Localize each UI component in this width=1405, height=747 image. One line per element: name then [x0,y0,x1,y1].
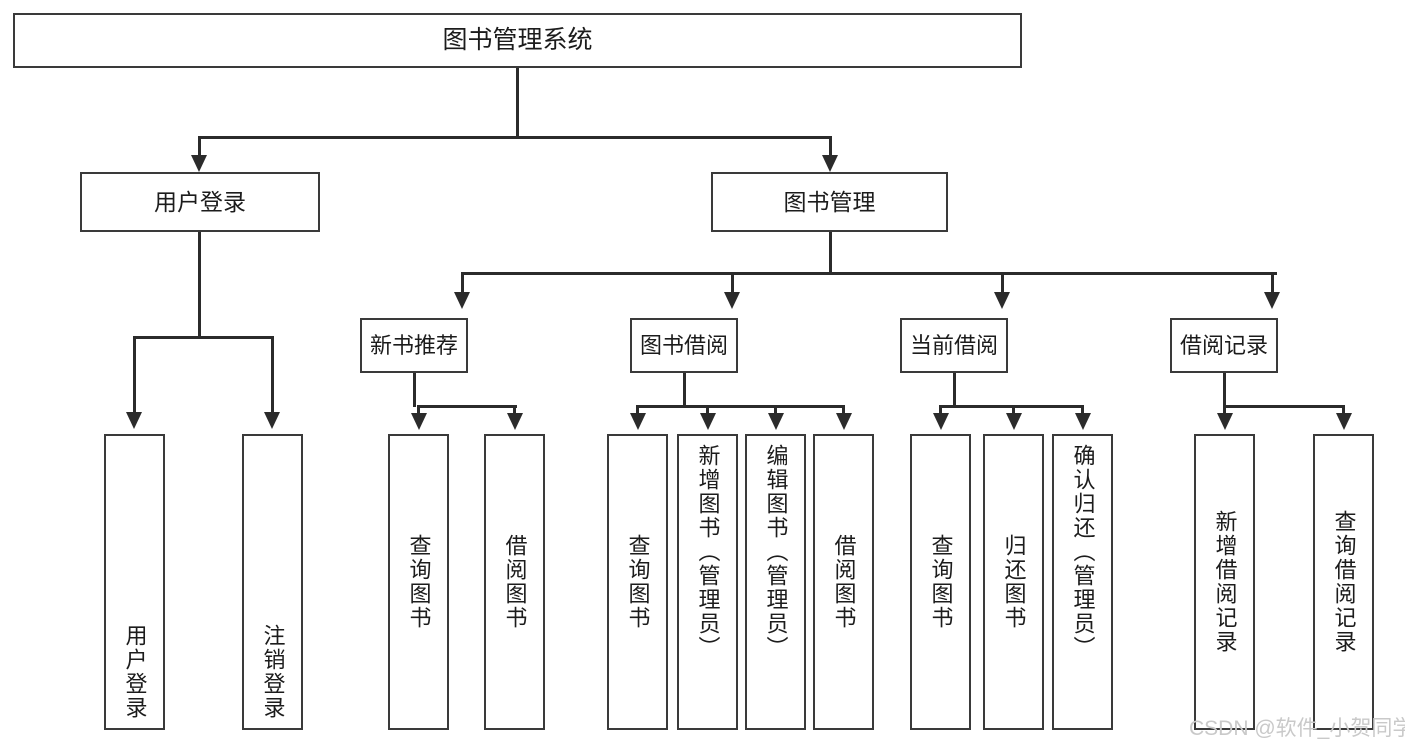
node-label: 借阅图书 [831,534,857,630]
edge-current-bus [939,405,1083,408]
leaf-user-login[interactable]: 用户登录 [104,434,165,730]
arrow-record-to-leaf-1 [1217,413,1233,430]
edge-root-drop-book-mgmt [829,136,832,158]
node-label: 图书管理系统 [442,26,593,54]
leaf-query-book-current[interactable]: 查询图书 [910,434,971,730]
edge-record-drop-1 [1223,405,1226,415]
edge-new-book-drop-1 [417,405,420,415]
edge-root-stem [516,68,519,137]
edge-user-login-bus [133,336,273,339]
leaf-query-borrow-record[interactable]: 查询借阅记录 [1313,434,1374,730]
arrow-current-to-leaf-2 [1006,413,1022,430]
edge-new-book-bus [417,405,517,408]
leaf-return-book[interactable]: 归还图书 [983,434,1044,730]
arrow-root-to-book-mgmt [822,155,838,172]
node-current-borrow[interactable]: 当前借阅 [900,318,1008,373]
edge-current-drop-1 [939,405,942,415]
edge-book-mgmt-drop-3 [1001,272,1004,294]
node-label: 新增借阅记录 [1212,510,1238,654]
arrow-record-to-leaf-2 [1336,413,1352,430]
edge-new-book-stem [413,373,416,407]
edge-root-drop-user-login [198,136,201,158]
node-book-management[interactable]: 图书管理 [711,172,948,232]
leaf-logout[interactable]: 注销登录 [242,434,303,730]
node-label: 查询借阅记录 [1331,510,1357,654]
edge-current-drop-2 [1012,405,1015,415]
edge-record-bus [1223,405,1343,408]
edge-borrow-drop-4 [842,405,845,415]
edge-current-stem [953,373,956,407]
leaf-add-book-admin[interactable]: 新增图书（管理员） [677,434,738,730]
node-label: 编辑图书（管理员） [763,444,789,660]
node-label: 图书借阅 [639,332,728,358]
arrow-borrow-to-leaf-2 [700,413,716,430]
leaf-borrow-book-recommend[interactable]: 借阅图书 [484,434,545,730]
leaf-confirm-return-admin[interactable]: 确认归还（管理员） [1052,434,1113,730]
node-new-book-recommend[interactable]: 新书推荐 [360,318,468,373]
arrow-root-to-user-login [191,155,207,172]
arrow-book-mgmt-to-new-book [454,292,470,309]
node-label: 新增图书（管理员） [695,444,721,660]
arrow-borrow-to-leaf-3 [768,413,784,430]
edge-borrow-bus [636,405,844,408]
watermark-csdn: CSDN @软件_小贺同学 [1189,717,1405,740]
arrow-book-mgmt-to-borrow [724,292,740,309]
edge-book-mgmt-stem [829,232,832,274]
arrow-borrow-to-leaf-1 [630,413,646,430]
arrow-book-mgmt-to-record [1264,292,1280,309]
arrow-book-mgmt-to-current [994,292,1010,309]
edge-user-login-drop-2 [271,336,274,414]
node-book-borrow[interactable]: 图书借阅 [630,318,738,373]
node-label: 查询图书 [625,534,651,630]
edge-book-mgmt-drop-1 [461,272,464,294]
node-borrow-record[interactable]: 借阅记录 [1170,318,1278,373]
arrow-current-to-leaf-3 [1075,413,1091,430]
node-label: 借阅记录 [1179,332,1268,358]
edge-new-book-drop-2 [513,405,516,415]
node-root-system[interactable]: 图书管理系统 [13,13,1022,68]
arrow-new-book-to-leaf-1 [411,413,427,430]
edge-borrow-stem [683,373,686,407]
node-label: 用户登录 [154,188,246,215]
edge-book-mgmt-drop-4 [1271,272,1274,294]
node-label: 新书推荐 [369,332,458,358]
node-label: 确认归还（管理员） [1070,444,1096,660]
node-label: 图书管理 [783,188,876,215]
leaf-query-book-recommend[interactable]: 查询图书 [388,434,449,730]
edge-book-mgmt-drop-2 [731,272,734,294]
edge-book-mgmt-bus [461,272,1277,275]
arrow-borrow-to-leaf-4 [836,413,852,430]
node-label: 注销登录 [260,624,286,720]
arrow-current-to-leaf-1 [933,413,949,430]
edge-record-drop-2 [1342,405,1345,415]
node-user-login[interactable]: 用户登录 [80,172,320,232]
edge-borrow-drop-2 [706,405,709,415]
edge-root-bus [198,136,831,139]
edge-borrow-drop-1 [636,405,639,415]
edge-current-drop-3 [1081,405,1084,415]
arrow-new-book-to-leaf-2 [507,413,523,430]
leaf-edit-book-admin[interactable]: 编辑图书（管理员） [745,434,806,730]
node-label: 查询图书 [928,534,954,630]
node-label: 用户登录 [122,624,148,720]
edge-record-stem [1223,373,1226,407]
arrow-user-login-to-leaf-1 [126,412,142,429]
node-label: 借阅图书 [502,534,528,630]
arrow-user-login-to-leaf-2 [264,412,280,429]
leaf-query-book-borrow[interactable]: 查询图书 [607,434,668,730]
leaf-add-borrow-record[interactable]: 新增借阅记录 [1194,434,1255,730]
edge-borrow-drop-3 [774,405,777,415]
node-label: 当前借阅 [909,332,998,358]
leaf-borrow-book[interactable]: 借阅图书 [813,434,874,730]
edge-user-login-stem [198,232,201,338]
node-label: 查询图书 [406,534,432,630]
node-label: 归还图书 [1001,534,1027,630]
edge-user-login-drop-1 [133,336,136,414]
